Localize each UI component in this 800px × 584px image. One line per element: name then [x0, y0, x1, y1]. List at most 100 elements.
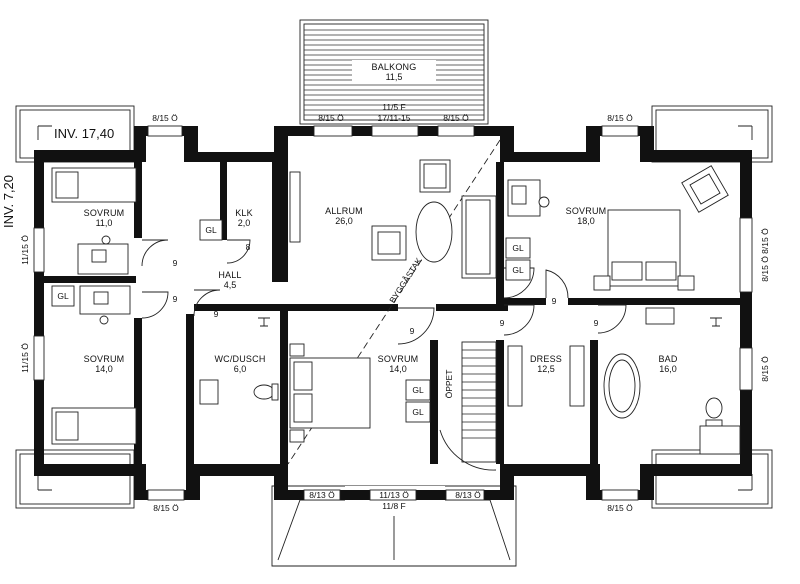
room-name-sovrum-nw: SOVRUM	[84, 208, 125, 218]
window-label-top-left: 8/15 Ö	[152, 113, 178, 123]
bad-shower-tray	[699, 425, 741, 455]
wall-dress-north-a	[504, 298, 546, 305]
stair-label: ÖPPET	[444, 370, 454, 399]
wall-bedrooms-divider	[44, 276, 136, 283]
room-area-klk: 2,0	[238, 218, 251, 228]
window-bottom-center	[369, 489, 417, 501]
room-area-sovrum-ne: 18,0	[577, 216, 595, 226]
wc-toilet	[253, 384, 275, 400]
gl-label-sw: GL	[57, 291, 69, 301]
room-area-allrum: 26,0	[335, 216, 353, 226]
bad-toilet	[705, 397, 723, 419]
room-name-bad: BAD	[658, 354, 677, 364]
wall-sovrum-c-north-b	[436, 304, 508, 311]
wall-south-west-wing	[34, 464, 146, 476]
door-swing-dress	[503, 304, 535, 336]
stair-curve	[439, 429, 497, 471]
window-label-top-center-b: 17/11-15	[378, 113, 411, 123]
balcony-label-bg	[352, 60, 436, 82]
gl-label-ne-1: GL	[512, 243, 524, 253]
room-name-dress: DRESS	[530, 354, 562, 364]
window-label-bottom-center-b: 11/8 F	[382, 501, 405, 511]
wall-north-d	[418, 126, 438, 136]
gl-cabinet-hall	[199, 219, 223, 241]
wall-stair-east	[496, 340, 504, 464]
door-no-sw: 9	[173, 294, 178, 304]
window-bottom-mid-left	[303, 489, 341, 501]
wall-north-b	[274, 126, 314, 136]
wall-pier-10	[500, 464, 514, 500]
wall-east	[740, 150, 752, 474]
monitor-sw	[93, 291, 109, 305]
window-label-right-upper: 8/15 Ö 8/15 Ö	[760, 228, 770, 282]
gl-cabinet-ne-1	[505, 237, 531, 259]
wall-klk-east	[272, 162, 288, 282]
wall-sovrum-c-east	[430, 340, 438, 464]
window-right-upper	[739, 217, 753, 293]
door-swing-sovrum-c	[397, 307, 435, 345]
room-name-hall: HALL	[218, 270, 241, 280]
wall-south-c	[340, 490, 370, 500]
dress-wardrobe-left	[507, 345, 523, 407]
chair-sw	[99, 315, 109, 325]
wall-south-a	[200, 464, 288, 476]
armchair-allrum-top-seat	[423, 163, 447, 189]
bad-bathtub-inner	[608, 359, 636, 413]
room-name-sovrum-c: SOVRUM	[378, 354, 419, 364]
wall-bed-nw-east	[134, 162, 142, 238]
door-no-bad: 9	[594, 318, 599, 328]
bay-bottom-left	[15, 449, 135, 509]
stair-frame	[461, 341, 497, 463]
gl-label-ne-2: GL	[512, 265, 524, 275]
room-area-wc: 6,0	[234, 364, 247, 374]
door-no-allrum: 9	[500, 318, 505, 328]
window-bottom-left	[147, 489, 185, 501]
room-name-sovrum-ne: SOVRUM	[566, 206, 607, 216]
bad-shower-icon	[710, 317, 722, 327]
room-name-wc: WC/DUSCH	[214, 354, 265, 364]
wall-south-e	[484, 490, 514, 500]
room-name-allrum: ALLRUM	[325, 206, 363, 216]
door-no-nw: 9	[173, 258, 178, 268]
window-label-top-mid-right: 8/15 Ö	[443, 113, 469, 123]
window-label-top-center-a: 11/5 F	[382, 102, 405, 112]
bay-top-left-mark	[37, 125, 52, 140]
sofa-allrum-seat	[465, 199, 491, 275]
wall-north-west-wing	[34, 150, 146, 162]
wall-bad-west	[590, 340, 598, 464]
door-swing-sw-bedroom	[141, 291, 169, 319]
wall-ne-south	[568, 298, 740, 305]
wall-south-b	[274, 490, 304, 500]
room-area-dress: 12,5	[537, 364, 555, 374]
wall-sovrum-c-north-a	[288, 304, 398, 311]
door-no-klk: 8	[246, 242, 251, 252]
bad-toilet-tank	[705, 419, 723, 427]
room-area-balkong: 11,5	[386, 72, 403, 82]
door-swing-wc	[193, 289, 221, 317]
window-bottom-right	[601, 489, 639, 501]
monitor-nw	[91, 249, 107, 263]
door-swing-bad	[597, 304, 627, 334]
wc-toilet-tank	[271, 383, 279, 401]
wall-wc-north	[194, 304, 288, 311]
wall-allrum-east	[496, 162, 504, 304]
window-label-top-right: 8/15 Ö	[607, 113, 633, 123]
balcony-outline	[299, 19, 489, 125]
doors	[141, 239, 627, 345]
windows	[33, 125, 753, 501]
coffee-table-oval	[415, 201, 453, 263]
armchair-ne-seat	[689, 173, 721, 205]
balcony-inner	[303, 23, 485, 121]
gl-cabinet-sw	[51, 285, 75, 307]
wall-north-a	[198, 152, 288, 162]
wall-north-east-wing	[640, 150, 752, 162]
window-top-mid-right	[437, 125, 475, 137]
room-area-sovrum-sw: 14,0	[95, 364, 113, 374]
gl-cabinet-ne-2	[505, 259, 531, 281]
bay-bottom-right-mark	[738, 474, 753, 491]
wall-klk-west	[220, 162, 227, 240]
bay-bottom-right	[651, 449, 773, 509]
window-label-bottom-center-a: 11/13 Ö	[379, 490, 409, 500]
wall-wc-west	[186, 314, 194, 464]
gl-label-hall: GL	[205, 225, 217, 235]
